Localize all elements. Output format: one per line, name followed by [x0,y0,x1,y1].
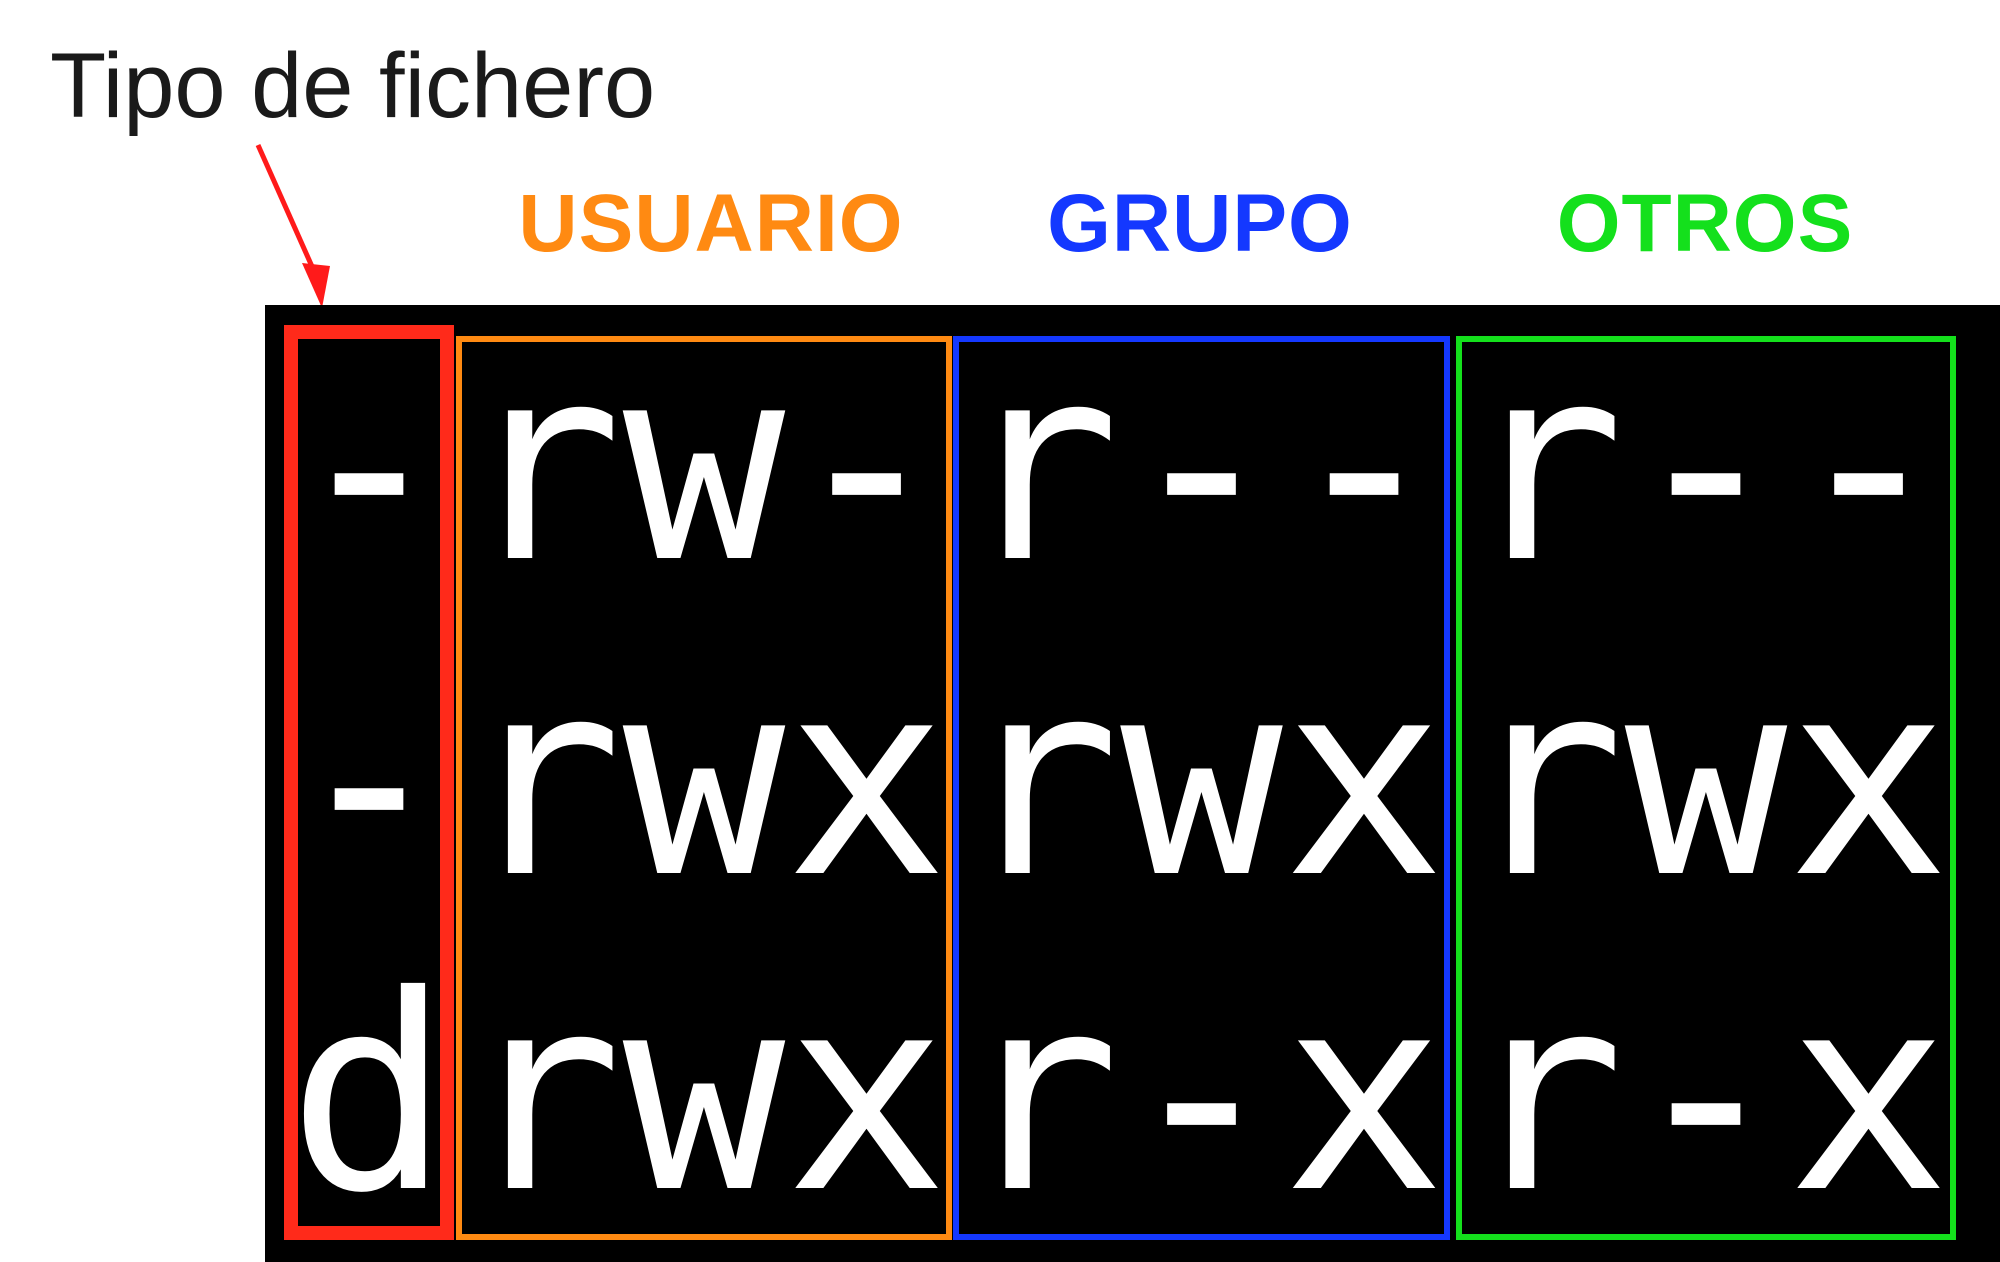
otros-column-box [1456,336,1956,1240]
usuario-permission-cell: rwx [460,622,948,937]
otros-permission-cell: r-- [1462,307,1950,622]
grupo-column-box [953,336,1450,1240]
group-label-otros: OTROS [1556,178,1854,269]
otros-permission-cell: rwx [1462,622,1950,937]
file-type-cell: - [287,307,451,622]
otros-permission-cell: r-x [1462,937,1950,1252]
usuario-column-box [456,336,952,1240]
grupo-permission-cell: r-- [957,307,1446,622]
usuario-permission-cell: rwx [460,937,948,1252]
group-label-grupo: GRUPO [1047,178,1353,269]
grupo-permission-cell: rwx [957,622,1446,937]
terminal-panel [265,305,2000,1262]
file-type-annotation-label: Tipo de fichero [50,35,656,137]
file-type-cell: - [287,622,451,937]
grupo-permission-cell: r-x [957,937,1446,1252]
usuario-permission-cell: rw- [460,307,948,622]
file-type-column-box [284,325,454,1240]
file-type-cell: d [287,937,451,1252]
group-label-usuario: USUARIO [518,178,904,269]
